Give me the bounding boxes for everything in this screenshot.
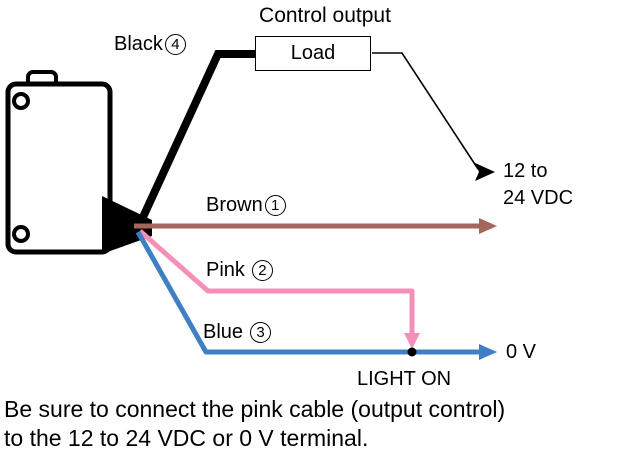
caption-line-2: to the 12 to 24 VDC or 0 V terminal. — [4, 425, 369, 451]
load-output-line — [372, 52, 479, 170]
caption-line-1: Be sure to connect the pink cable (outpu… — [4, 396, 506, 422]
control-output-label: Control output — [259, 4, 391, 27]
sensor-screw-hole-bottom — [12, 225, 30, 243]
zero-volt-label: 0 V — [506, 341, 537, 363]
junction-dot — [407, 347, 417, 357]
pink-wire-label: Pink 2 — [206, 259, 273, 282]
pink-wire-arrow — [404, 333, 420, 349]
sensor-screw-hole-top — [12, 92, 30, 110]
blue-wire-name: Blue — [203, 321, 244, 343]
black-wire-number: 4 — [164, 34, 186, 55]
brown-wire-label: Brown 1 — [206, 194, 286, 217]
load-output-arrow — [475, 163, 495, 181]
light-on-label: LIGHT ON — [357, 368, 452, 390]
pink-wire — [138, 229, 415, 335]
blue-wire-number: 3 — [250, 322, 272, 343]
brown-wire-arrow — [479, 218, 497, 234]
pink-wire-number: 2 — [251, 260, 273, 281]
blue-wire — [135, 230, 481, 355]
pink-wire-name: Pink — [206, 259, 245, 281]
brown-wire-number: 1 — [264, 195, 286, 216]
brown-wire-name: Brown — [206, 194, 263, 216]
load-box: Load — [255, 36, 371, 71]
supply-voltage-line1: 12 to — [503, 160, 548, 182]
blue-wire-arrow — [479, 344, 497, 360]
supply-voltage-line2: 24 VDC — [503, 187, 574, 209]
supply-voltage-label: 12 to 24 VDC — [503, 158, 573, 212]
black-wire — [134, 50, 257, 230]
blue-wire-label: Blue 3 — [203, 321, 272, 344]
black-wire-name: Black — [114, 33, 163, 55]
sensor — [5, 70, 152, 255]
sensor-body — [5, 81, 113, 255]
black-wire-label: Black 4 — [114, 33, 186, 56]
load-label: Load — [290, 42, 336, 64]
